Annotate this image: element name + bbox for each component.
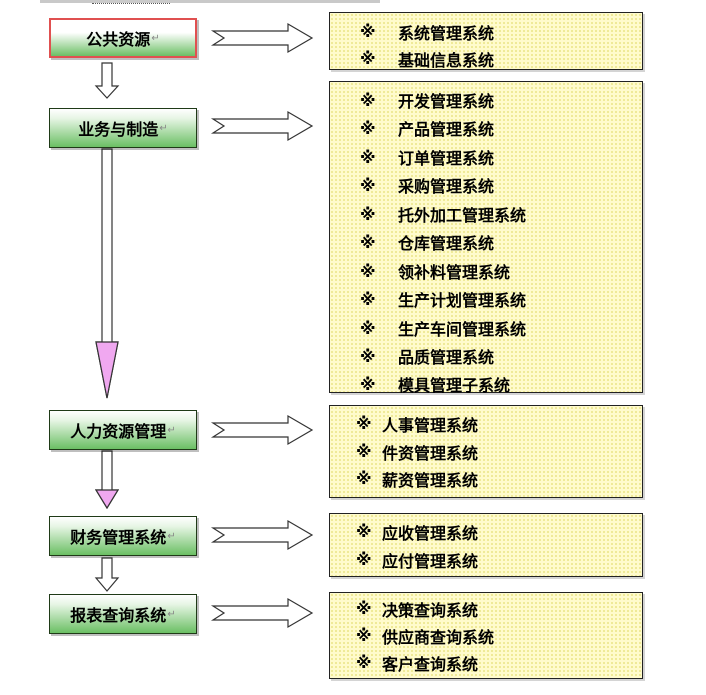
system-item: 基础信息系统 xyxy=(398,51,495,70)
return-mark: ↵ xyxy=(167,608,176,620)
right-arrow-5 xyxy=(210,597,314,629)
system-item: 品质管理系统 xyxy=(398,348,495,367)
panel-business-manufacturing: ※ 开发管理系统 ※ 产品管理系统 ※ 订单管理系统 ※ 采购管理系统 ※ 托外… xyxy=(329,81,643,395)
bullet-mark: ※ xyxy=(360,319,376,338)
module-label: 人力资源管理 xyxy=(70,422,167,441)
panel-public-resources: ※ 系统管理系统 ※ 基础信息系统 xyxy=(329,12,643,70)
right-arrow-2 xyxy=(210,110,314,142)
module-reports: 报表查询系统↵ xyxy=(49,594,197,634)
module-business-manufacturing: 业务与制造↵ xyxy=(49,108,197,148)
down-arrow-3-head xyxy=(94,489,120,510)
bullet-mark: ※ xyxy=(356,599,372,618)
system-item: 客户查询系统 xyxy=(382,655,479,674)
bullet-mark: ※ xyxy=(360,22,376,41)
bullet-mark: ※ xyxy=(360,49,376,68)
system-item: 开发管理系统 xyxy=(398,92,495,111)
system-item: 件资管理系统 xyxy=(382,444,479,463)
top-rule xyxy=(40,0,380,3)
right-arrow-3 xyxy=(210,414,314,446)
down-arrow-1 xyxy=(94,62,120,99)
module-label: 业务与制造 xyxy=(78,120,159,139)
down-arrow-2-head xyxy=(95,341,119,399)
bullet-mark: ※ xyxy=(360,119,376,138)
bullet-mark: ※ xyxy=(360,91,376,110)
module-finance: 财务管理系统↵ xyxy=(49,516,197,556)
module-label: 财务管理系统 xyxy=(70,528,167,547)
system-item: 人事管理系统 xyxy=(382,416,479,435)
system-item: 产品管理系统 xyxy=(398,120,495,139)
return-mark: ↵ xyxy=(167,530,176,542)
bullet-mark: ※ xyxy=(360,290,376,309)
system-item: 订单管理系统 xyxy=(398,149,495,168)
system-item: 生产车间管理系统 xyxy=(398,320,527,339)
bullet-mark: ※ xyxy=(356,626,372,645)
system-item: 领补料管理系统 xyxy=(398,263,511,282)
bullet-mark: ※ xyxy=(360,375,376,394)
bullet-mark: ※ xyxy=(360,148,376,167)
system-item: 应收管理系统 xyxy=(382,524,479,543)
bullet-mark: ※ xyxy=(356,522,372,541)
top-dotted-rule xyxy=(92,3,170,4)
return-mark: ↵ xyxy=(167,424,176,436)
system-item: 采购管理系统 xyxy=(398,177,495,196)
panel-finance: ※ 应收管理系统 ※ 应付管理系统 xyxy=(329,513,643,577)
module-label: 公共资源 xyxy=(86,30,151,49)
bullet-mark: ※ xyxy=(356,550,372,569)
bullet-mark: ※ xyxy=(360,347,376,366)
bullet-mark: ※ xyxy=(356,442,372,461)
system-item: 仓库管理系统 xyxy=(398,234,495,253)
system-item: 生产计划管理系统 xyxy=(398,291,527,310)
right-arrow-4 xyxy=(210,519,314,551)
bullet-mark: ※ xyxy=(360,262,376,281)
system-item: 系统管理系统 xyxy=(398,24,495,43)
bullet-mark: ※ xyxy=(360,176,376,195)
return-mark: ↵ xyxy=(151,32,160,44)
system-item: 模具管理子系统 xyxy=(398,376,511,395)
right-arrow-1 xyxy=(210,22,314,54)
bullet-mark: ※ xyxy=(356,653,372,672)
system-item: 薪资管理系统 xyxy=(382,471,479,490)
return-mark: ↵ xyxy=(159,122,168,134)
panel-human-resources: ※ 人事管理系统 ※ 件资管理系统 ※ 薪资管理系统 xyxy=(329,405,643,498)
bullet-mark: ※ xyxy=(360,205,376,224)
module-public-resources: 公共资源↵ xyxy=(49,18,197,58)
bullet-mark: ※ xyxy=(356,414,372,433)
bullet-mark: ※ xyxy=(356,469,372,488)
bullet-mark: ※ xyxy=(360,233,376,252)
system-item: 决策查询系统 xyxy=(382,601,479,620)
system-item: 应付管理系统 xyxy=(382,552,479,571)
module-label: 报表查询系统 xyxy=(70,606,167,625)
panel-reports: ※ 决策查询系统 ※ 供应商查询系统 ※ 客户查询系统 xyxy=(329,592,643,679)
down-arrow-4 xyxy=(94,557,120,592)
system-item: 供应商查询系统 xyxy=(382,628,495,647)
module-human-resources: 人力资源管理↵ xyxy=(49,410,197,450)
system-item: 托外加工管理系统 xyxy=(398,206,527,225)
